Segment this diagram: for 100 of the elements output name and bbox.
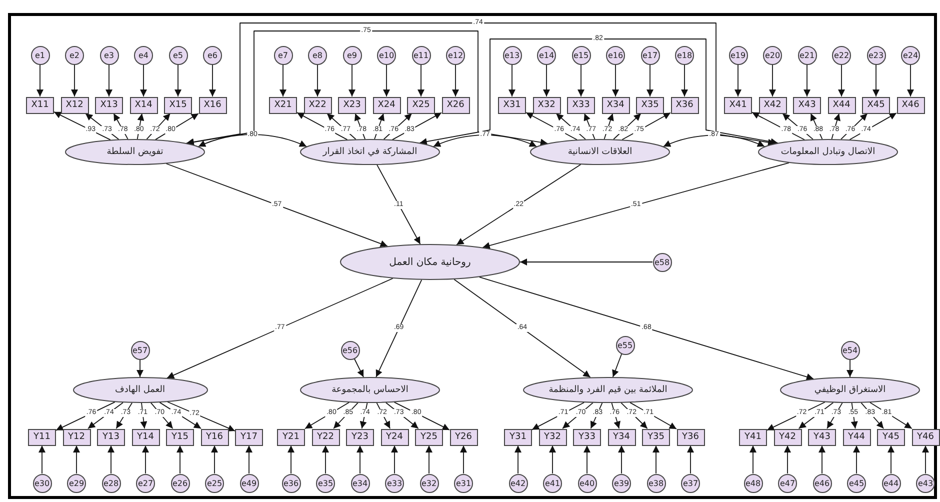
error-circle: e27 [136,474,155,492]
arrow [460,445,467,474]
arrow [116,402,132,429]
error-circle: e54 [840,340,860,360]
error-circle: e2 [65,46,84,64]
indicator-box: X31 [498,96,526,114]
error-circle: e36 [282,474,300,492]
indicator-box: X15 [164,96,192,114]
arrow [604,113,614,140]
arrow [142,445,149,474]
latent-ellipse: الملائمة بين قيم الفرد والمنظمة [523,377,693,403]
indicator-box: X44 [828,96,856,114]
indicator-box: X14 [130,96,158,114]
error-circle: e12 [446,46,465,64]
arrow [782,113,814,140]
error-circle: e39 [612,474,631,492]
arrow [907,64,914,97]
indicator-box: X36 [670,96,698,114]
error-circle: e42 [508,474,528,492]
error-circle: e13 [502,46,522,64]
indicator-box: Y35 [642,428,670,446]
arrow [296,112,348,140]
arrow [870,402,912,429]
arrow [456,164,582,246]
arrow [140,64,147,97]
indicator-box: Y41 [739,428,767,446]
double-arrow [663,134,765,147]
indicator-box: Y21 [277,428,305,446]
arrow [752,112,805,140]
indicator-box: Y23 [346,428,374,446]
arrow [646,64,654,97]
arrow [622,112,671,140]
arrow [360,402,368,429]
error-circle: e41 [543,474,562,492]
arrow [556,113,586,140]
indicator-box: Y31 [504,428,532,446]
error-circle: e16 [606,46,625,64]
error-circle: e37 [681,474,700,492]
indicator-box: Y34 [608,428,636,446]
error-circle: e9 [342,46,362,64]
arrow [383,113,412,140]
error-circle: e1 [30,46,50,64]
arrow [174,64,182,97]
error-circle: e30 [32,474,52,492]
arrow [508,64,516,97]
arrow [176,445,184,474]
arrow [652,445,660,474]
arrow [612,64,619,97]
error-circle: e26 [170,474,190,492]
arrow [804,64,810,97]
arrow [734,64,742,97]
error-circle: e23 [866,46,886,64]
indicator-box: X21 [269,96,297,114]
error-circle: e43 [916,474,935,492]
arrow [618,445,625,474]
arrow [630,402,677,430]
indicator-box: X22 [304,96,332,114]
indicator-box: Y44 [842,428,870,446]
arrow [85,113,120,140]
error-circle: e21 [798,46,816,64]
indicator-box: Y26 [450,428,478,446]
arrow [38,445,46,474]
indicator-box: Y11 [28,428,56,446]
arrow [394,402,450,430]
arrow [562,402,594,429]
arrow [846,359,854,378]
error-circle: e58 [652,252,672,272]
arrow [838,64,845,97]
latent-ellipse: العلاقات الانسانية [530,139,670,165]
error-circle: e32 [420,474,438,492]
error-circle: e19 [728,46,748,64]
arrow [71,64,78,97]
arrow [418,64,424,97]
arrow [532,402,585,430]
arrow [209,64,216,97]
arrow [106,64,112,97]
arrow [108,445,114,474]
error-circle: e17 [640,46,660,64]
arrow [56,402,116,431]
indicator-box: Y36 [676,428,704,446]
arrow [392,112,442,140]
error-circle: e11 [412,46,430,64]
arrow [376,164,421,245]
arrow [872,64,880,97]
arrow [590,402,603,429]
arrow [853,445,860,474]
arrow [584,113,596,140]
arrow [681,64,688,97]
indicator-box: X35 [636,96,664,114]
arrow [452,64,459,97]
arrow [150,402,174,429]
arrow [620,402,648,429]
arrow [54,111,111,140]
indicator-box: Y46 [912,428,940,446]
latent-ellipse: الاستغراق الوظيفي [780,377,920,403]
arrow [426,445,432,474]
arrow [549,445,556,474]
latent-ellipse: المشاركة في اتخاذ القرار [300,139,440,165]
error-circle: e5 [168,46,188,64]
error-circle: e28 [102,474,120,492]
